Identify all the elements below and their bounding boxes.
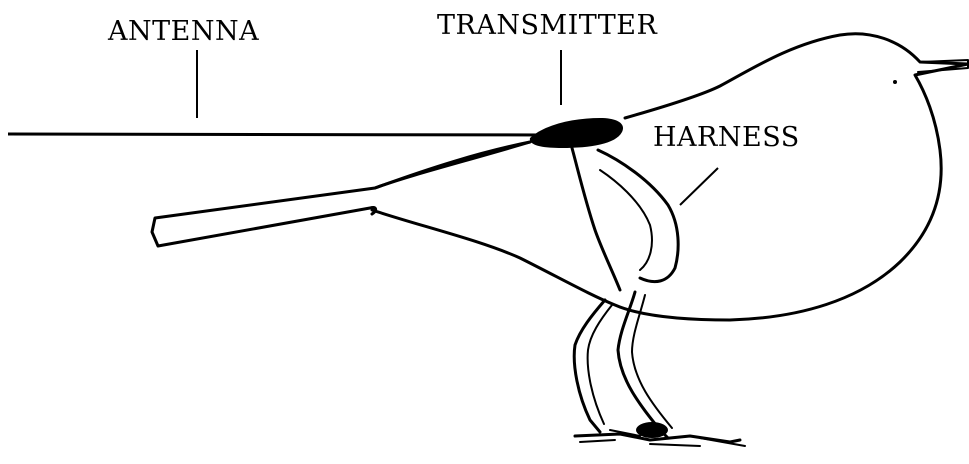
antenna-wire [8,134,545,135]
bird-eye [893,80,897,84]
transmitter-unit [530,118,623,148]
harness-label: HARNESS [653,124,800,151]
antenna-label: ANTENNA [108,18,259,45]
leg-band [636,422,668,438]
harness-leader-line [680,168,718,205]
harness-loop [572,148,620,290]
harness-inner [600,170,652,270]
harness-strap [598,150,678,282]
bird-leg-back-inner [588,305,612,424]
bird-tail [152,142,530,246]
transmitter-label: TRANSMITTER [437,12,657,39]
